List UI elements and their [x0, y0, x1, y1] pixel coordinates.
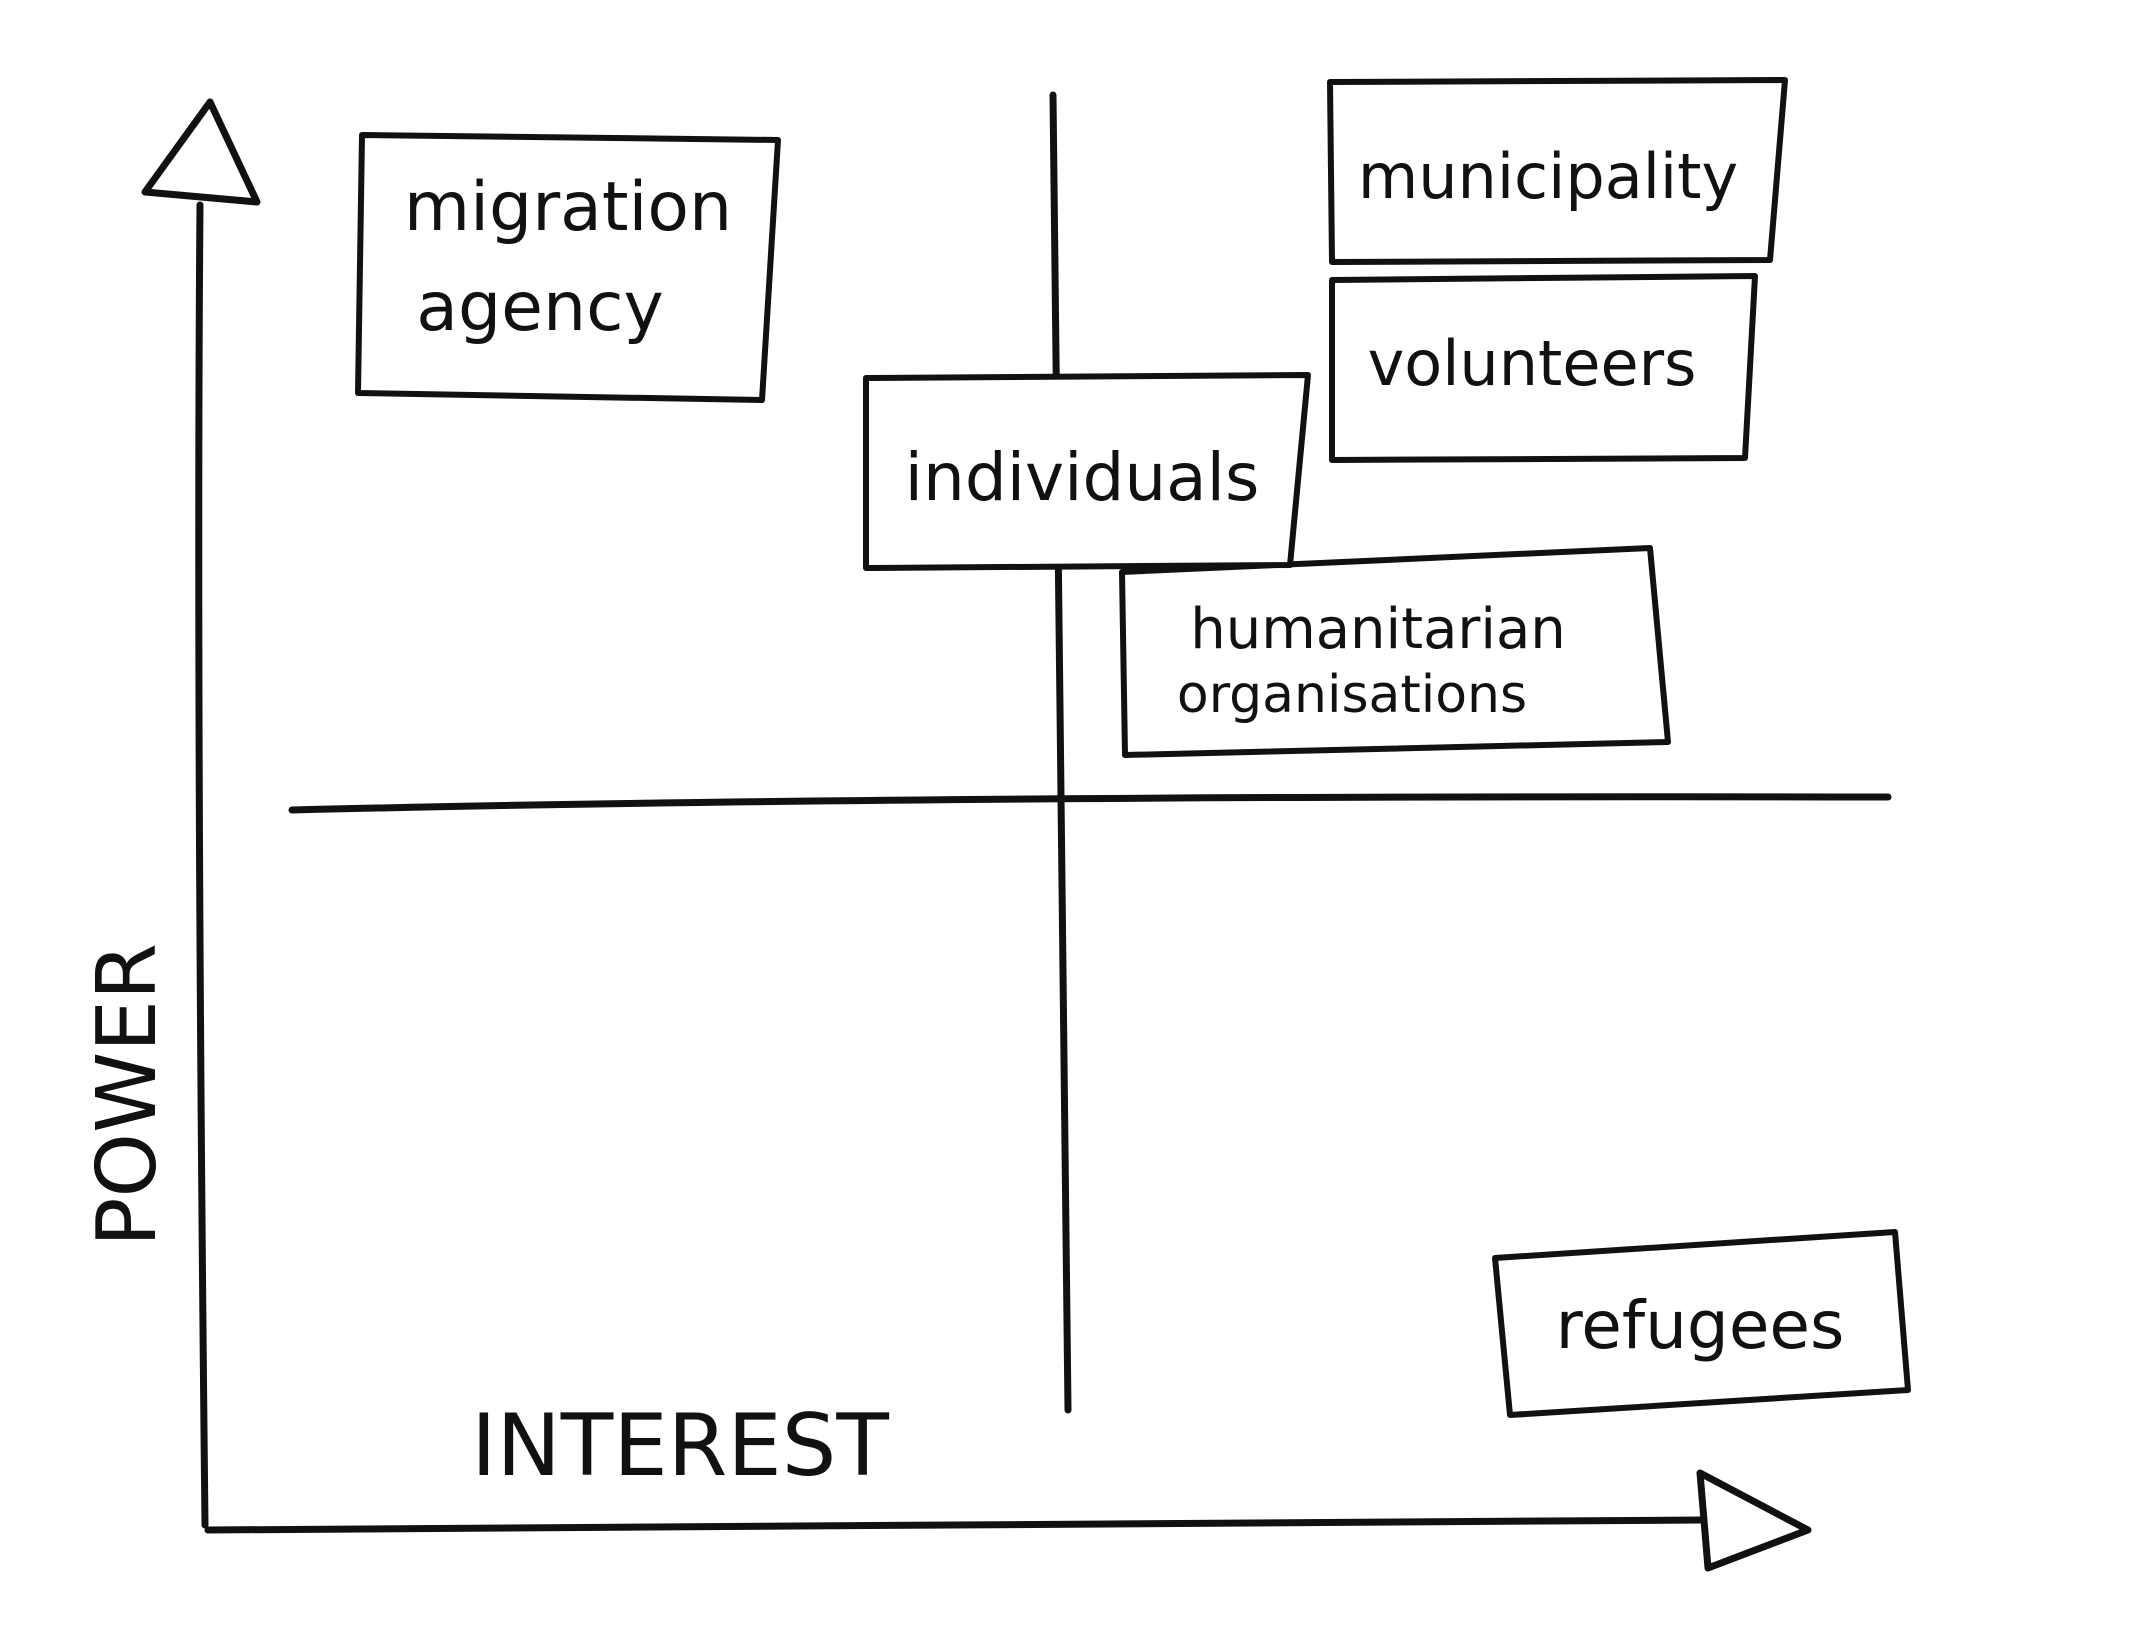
- stakeholder-label: refugees: [1556, 1287, 1845, 1364]
- stakeholder-box-municipality: municipality: [1327, 77, 1788, 265]
- stakeholder-box-individuals: individuals: [863, 372, 1311, 571]
- stakeholder-box-humanitarian-organisations: humanitarian organisations: [1119, 545, 1671, 758]
- stakeholder-label: agency: [416, 268, 663, 347]
- stakeholder-box-migration-agency: migration agency: [355, 132, 781, 403]
- x-axis-label: INTEREST: [471, 1396, 889, 1496]
- stakeholder-label: individuals: [905, 439, 1260, 516]
- quadrant-divider-horizontal: [288, 793, 1892, 814]
- x-axis-arrowhead: [1696, 1469, 1812, 1572]
- stakeholder-box-refugees: refugees: [1492, 1229, 1911, 1418]
- stakeholder-label: organisations: [1177, 665, 1527, 725]
- quadrant-divider-vertical: [1049, 91, 1072, 1414]
- stakeholder-label: migration: [404, 168, 732, 247]
- stakeholder-box-volunteers: volunteers: [1329, 273, 1758, 463]
- y-axis-line: [195, 201, 209, 1529]
- y-axis-arrowhead: [141, 98, 261, 206]
- stakeholder-label: humanitarian: [1190, 597, 1566, 662]
- stakeholder-label: volunteers: [1368, 327, 1697, 400]
- stakeholder-label: municipality: [1358, 140, 1738, 213]
- x-axis-line: [204, 1516, 1704, 1534]
- y-axis-label: POWER: [80, 943, 175, 1247]
